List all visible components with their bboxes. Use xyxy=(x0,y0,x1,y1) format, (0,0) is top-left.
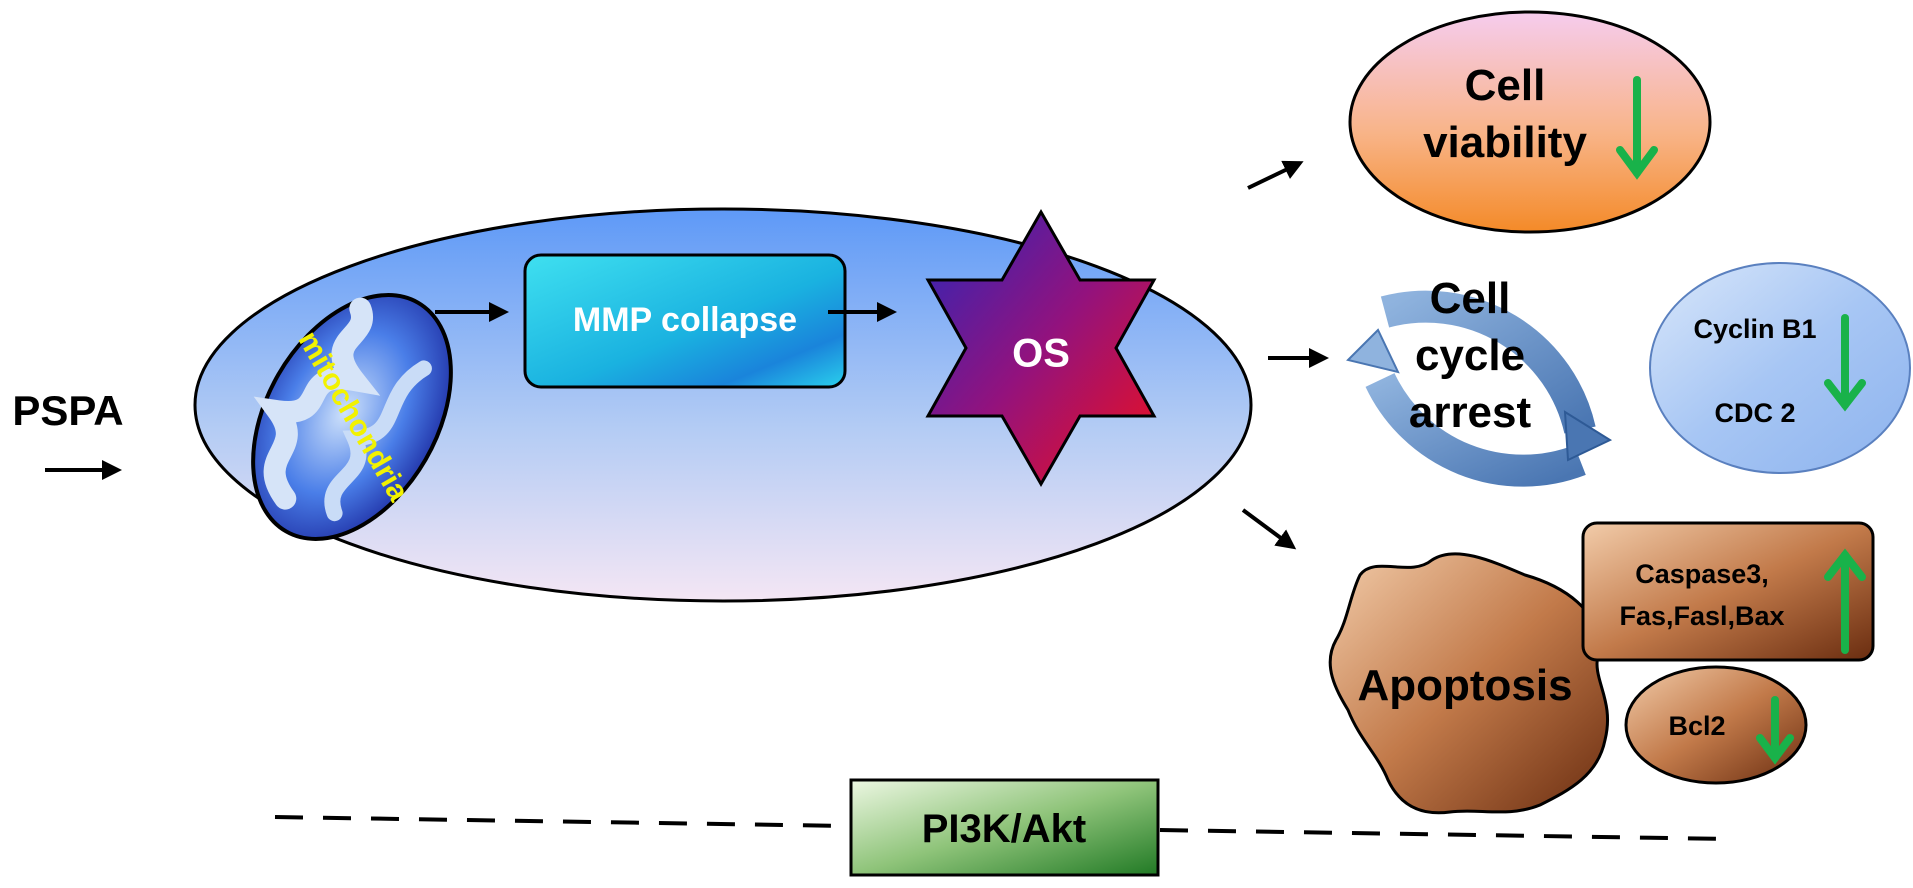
mitochondria-icon xyxy=(251,293,453,541)
viability-down-arrow xyxy=(1616,76,1658,180)
bcl2-down-arrow xyxy=(1756,696,1794,765)
pathway-dashed-line-left xyxy=(274,815,851,828)
pi3k-akt-label: PI3K/Akt xyxy=(922,807,1087,851)
arrow-to-viability xyxy=(1247,160,1304,190)
os-star xyxy=(925,208,1157,488)
pspa-label: PSPA xyxy=(12,387,123,434)
cdc2-label: CDC 2 xyxy=(1714,398,1795,428)
pi3k-akt-box xyxy=(849,778,1160,877)
arrow-to-apoptosis xyxy=(1241,508,1297,550)
viability-ellipse xyxy=(1348,10,1712,234)
cyclin-ellipse xyxy=(1649,262,1911,474)
mmp-collapse-box xyxy=(523,253,847,389)
mmp-collapse-label: MMP collapse xyxy=(573,301,797,339)
pathway-dashed-line-right xyxy=(1159,828,1731,841)
cycle-line1: Cell xyxy=(1430,274,1511,323)
apoptosis-blob xyxy=(1328,552,1610,815)
viability-line2: viability xyxy=(1423,118,1587,167)
os-label: OS xyxy=(1012,332,1070,376)
cycle-line2: cycle xyxy=(1415,331,1525,380)
caspase-up-arrow xyxy=(1824,548,1866,654)
bcl2-label: Bcl2 xyxy=(1668,711,1725,741)
viability-line1: Cell xyxy=(1465,61,1546,110)
caspase-line2: Fas,Fasl,Bax xyxy=(1619,601,1784,631)
cycle-line3: arrest xyxy=(1409,388,1532,437)
cycle-ring-icon xyxy=(1346,290,1613,487)
caspase-box xyxy=(1581,521,1875,662)
caspase-line1: Caspase3, xyxy=(1635,559,1769,589)
apoptosis-label: Apoptosis xyxy=(1357,661,1572,710)
cyclin-b1-label: Cyclin B1 xyxy=(1693,314,1816,344)
cycle-down-arrow xyxy=(1824,314,1866,412)
bcl2-ellipse xyxy=(1624,665,1808,785)
